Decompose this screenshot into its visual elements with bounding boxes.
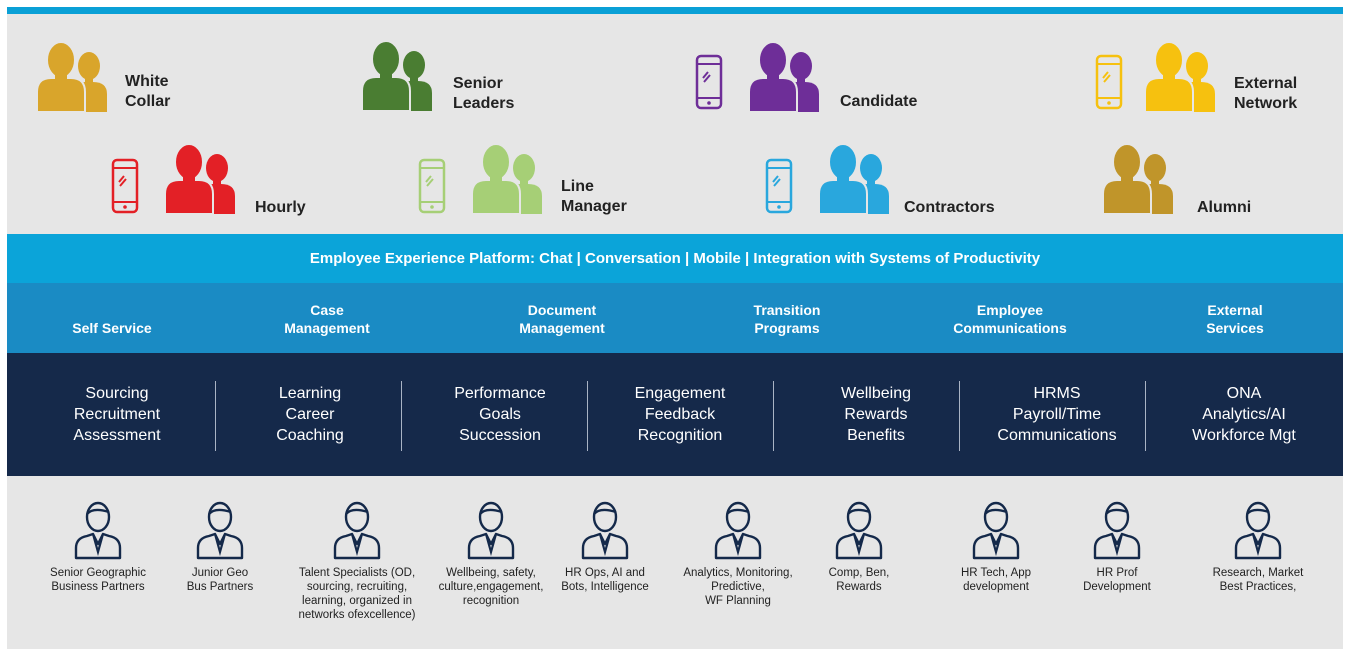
person-icon [1234,501,1282,560]
domain-engagement: Engagement Feedback Recognition [634,385,726,444]
domain-performance: Performance Goals Succession [454,385,546,444]
phone-icon [765,158,793,214]
services-band: Self Service Case Management Document Ma… [7,283,1343,353]
people-icon [1144,42,1215,112]
person-icon [74,501,122,560]
people-icon [471,144,542,214]
phone-icon [418,158,446,214]
role-item: HR Prof Development [1052,498,1182,594]
persona-label: Senior Leaders [453,75,515,112]
domain-hrms: HRMS Payroll/Time Communications [997,385,1117,444]
persona-label: Alumni [1197,199,1252,216]
service-employee-communications: Employee Communications [953,302,1067,336]
role-item: Analytics, Monitoring, Predictive, WF Pl… [673,498,803,608]
role-label: Research, Market Best Practices, [1212,567,1304,593]
divider [587,381,588,451]
divider [401,381,402,451]
role-label: Analytics, Monitoring, Predictive, WF Pl… [683,567,793,607]
platform-title: Employee Experience Platform: Chat | Con… [309,250,1041,267]
role-item: Junior Geo Bus Partners [155,498,285,594]
role-label: Junior Geo Bus Partners [186,567,254,593]
person-icon [835,501,883,560]
roles-section: Senior Geographic Business Partners Juni… [7,476,1343,649]
domain-ona: ONA Analytics/AI Workforce Mgt [1192,385,1296,444]
service-case-management: Case Management [284,302,370,336]
phone-icon [1095,54,1123,110]
role-item: HR Tech, App development [931,498,1061,594]
persona-label: External Network [1234,75,1298,112]
platform-band: Employee Experience Platform: Chat | Con… [7,234,1343,283]
divider [773,381,774,451]
role-label: Senior Geographic Business Partners [50,567,146,593]
domain-wellbeing: Wellbeing Rewards Benefits [841,385,911,444]
persona-label: Candidate [840,93,918,110]
role-item: Wellbeing, safety, culture,engagement, r… [426,498,556,608]
divider [1145,381,1146,451]
role-label: Wellbeing, safety, culture,engagement, r… [438,567,544,607]
person-icon [1093,501,1141,560]
domain-learning: Learning Career Coaching [276,385,344,444]
divider [215,381,216,451]
person-icon [581,501,629,560]
service-external-services: External Services [1206,302,1264,336]
people-icon [1102,144,1173,214]
divider [959,381,960,451]
role-label: HR Ops, AI and Bots, Intelligence [561,567,649,593]
phone-icon [111,158,139,214]
phone-icon [695,54,723,110]
role-label: Comp, Ben, Rewards [828,567,890,593]
service-document-management: Document Management [519,302,605,336]
people-icon [748,42,819,112]
top-accent-bar [7,7,1343,14]
people-icon [361,40,432,112]
role-item: Research, Market Best Practices, [1193,498,1323,594]
persona-label: Hourly [255,199,306,216]
people-icon [818,144,889,214]
service-transition-programs: Transition Programs [753,302,821,336]
role-label: HR Prof Development [1083,567,1151,593]
person-icon [333,501,381,560]
audience-section: White Collar Senior Leaders Candidate Ex… [7,14,1343,234]
person-icon [972,501,1020,560]
persona-label: White Collar [125,73,171,110]
domain-sourcing: Sourcing Recruitment Assessment [73,385,161,444]
person-icon [196,501,244,560]
persona-label: Line Manager [561,178,627,215]
person-icon [714,501,762,560]
people-icon [36,42,107,112]
role-item: Senior Geographic Business Partners [33,498,163,594]
role-label: Talent Specialists (OD, sourcing, recrui… [298,567,416,621]
role-item: Talent Specialists (OD, sourcing, recrui… [292,498,422,622]
domains-band: Sourcing Recruitment Assessment Learning… [7,353,1343,476]
role-label: HR Tech, App development [960,567,1032,593]
role-item: Comp, Ben, Rewards [794,498,924,594]
service-self-service: Self Service [72,320,152,336]
people-icon [164,144,235,214]
persona-label: Contractors [904,199,995,216]
person-icon [467,501,515,560]
role-item: HR Ops, AI and Bots, Intelligence [540,498,670,594]
